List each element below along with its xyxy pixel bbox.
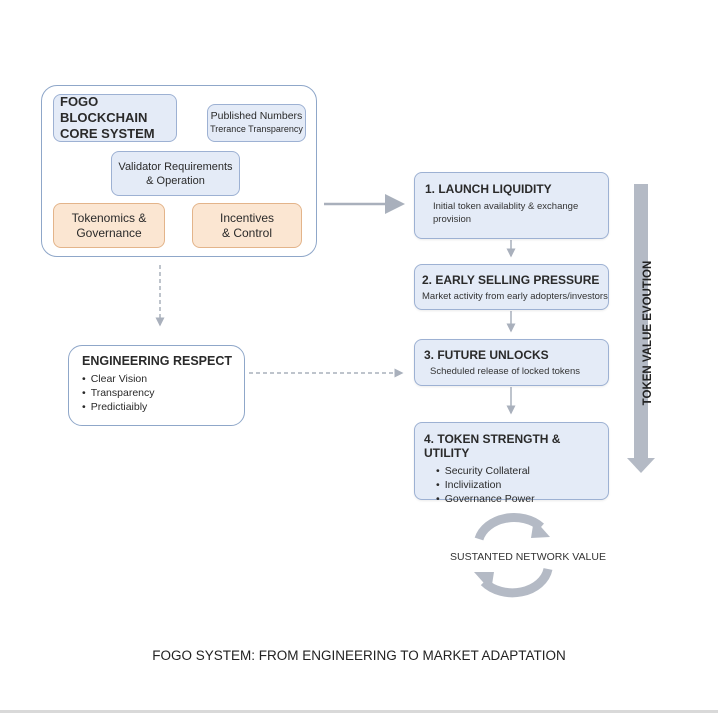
engineering-respect-title: ENGINEERING RESPECT — [82, 354, 233, 368]
validator-line1: Validator Requirements — [118, 160, 233, 173]
list-item: Incliviization — [436, 478, 608, 492]
step-description: Scheduled release of locked tokens — [430, 366, 580, 377]
step-future-unlocks: 3. FUTURE UNLOCKS Scheduled release of l… — [414, 339, 609, 386]
cycle-icon — [474, 513, 553, 598]
tokenomics-box: Tokenomics & Governance — [53, 203, 165, 248]
step-title: 4. TOKEN STRENGTH & UTILITY — [424, 432, 561, 460]
published-line1: Published Numbers — [210, 110, 303, 122]
validator-line2: & Operation — [146, 174, 205, 187]
engineering-respect-box: ENGINEERING RESPECT Clear Vision Transpa… — [68, 345, 245, 426]
tokenomics-line1: Tokenomics & — [71, 210, 147, 225]
step-token-strength-utility: 4. TOKEN STRENGTH & UTILITY Security Col… — [414, 422, 609, 505]
incentives-box: Incentives & Control — [192, 203, 302, 248]
list-item: Security Collateral — [436, 464, 608, 478]
list-item: Clear Vision — [82, 372, 244, 386]
tokenomics-line2: Governance — [76, 225, 142, 240]
diagram-title: FOGO SYSTEM: FROM ENGINEERING TO MARKET … — [152, 648, 566, 663]
step-description: Market activity from early adopters/inve… — [422, 291, 608, 302]
core-system-title: FOGO BLOCKCHAIN CORE SYSTEM — [53, 94, 177, 142]
sustained-network-value-label: SUSTANTED NETWORK VALUE — [450, 551, 606, 563]
step-utility-list: Security Collateral Incliviization Gover… — [424, 464, 608, 506]
step-description: Initial token availablity & exchange pro… — [433, 201, 579, 225]
list-item: Governance Power — [436, 492, 608, 506]
incentives-line1: Incentives — [219, 210, 275, 225]
list-item: Predictiaibly — [82, 400, 244, 414]
list-item: Transparency — [82, 386, 244, 400]
step-title: 2. EARLY SELLING PRESSURE — [422, 273, 600, 287]
token-value-evolution-arrow — [627, 184, 655, 473]
published-line2: Trerance Transparency — [210, 124, 303, 134]
engineering-respect-list: Clear Vision Transparency Predictiaibly — [82, 372, 244, 414]
core-title-line2: CORE SYSTEM — [60, 126, 155, 141]
core-title-line1: FOGO BLOCKCHAIN — [60, 94, 148, 125]
step-launch-liquidity: 1. LAUNCH LIQUIDITY Initial token availa… — [414, 172, 609, 239]
bottom-divider — [0, 710, 718, 713]
step-early-selling-pressure: 2. EARLY SELLING PRESSURE Market activit… — [414, 264, 609, 310]
token-value-evolution-label: TOKEN VALUE EVOUTION — [642, 260, 654, 406]
step-title: 1. LAUNCH LIQUIDITY — [425, 182, 552, 196]
incentives-line2: & Control — [221, 225, 273, 240]
step-title: 3. FUTURE UNLOCKS — [424, 348, 549, 362]
published-numbers-box: Published Numbers Trerance Transparency — [207, 104, 306, 142]
validator-box: Validator Requirements & Operation — [111, 151, 240, 196]
